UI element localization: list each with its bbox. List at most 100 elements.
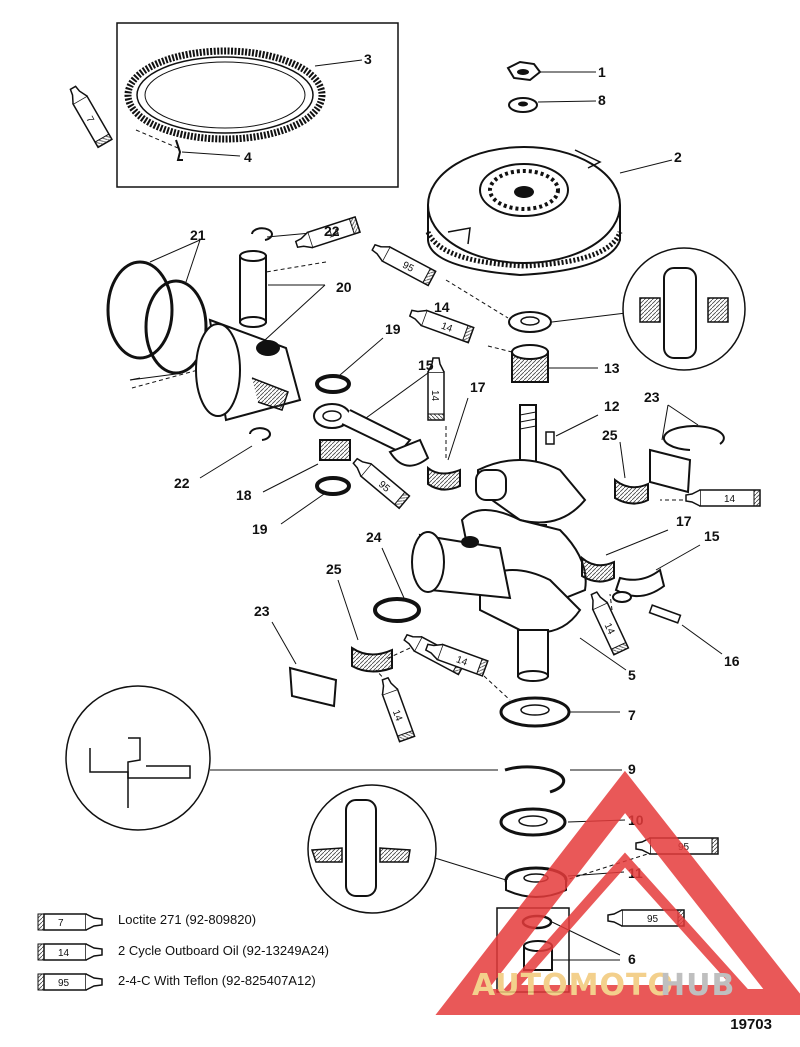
upper-needle-bearing bbox=[511, 344, 598, 383]
wrist-pin-needle-bearing bbox=[262, 439, 351, 493]
upper-seal bbox=[508, 311, 627, 333]
crankshaft bbox=[460, 404, 627, 682]
bearing-retainer-ring bbox=[210, 765, 622, 794]
watermark-text-hub: HUB bbox=[660, 968, 735, 1003]
main-bearing-cage-right bbox=[614, 441, 649, 505]
lubricant-tube-95: 95 bbox=[371, 243, 437, 287]
callout-9: 9 bbox=[628, 761, 636, 777]
crank-seal-ring bbox=[373, 547, 421, 623]
legend-code-14: 14 bbox=[58, 948, 70, 959]
lubricant-tube-14: 14 bbox=[427, 357, 445, 421]
callout-15a: 15 bbox=[418, 357, 434, 373]
callout-17b: 17 bbox=[676, 513, 692, 529]
lower-ball-bearing bbox=[499, 696, 620, 728]
retainer-detail-circle bbox=[65, 685, 211, 831]
tube-code-label: 14 bbox=[455, 654, 470, 668]
callout-3: 3 bbox=[364, 51, 372, 67]
thrust-washer-upper bbox=[315, 337, 384, 394]
callout-18: 18 bbox=[236, 487, 252, 503]
callout-24: 24 bbox=[366, 529, 382, 545]
callout-22a: 22 bbox=[324, 223, 340, 239]
lubricant-tube-95: 95 bbox=[352, 457, 411, 510]
callout-8: 8 bbox=[598, 92, 606, 108]
callout-4: 4 bbox=[244, 149, 252, 165]
lower-piston bbox=[411, 531, 512, 600]
main-bearing-cage-left bbox=[337, 579, 393, 673]
upper-piston bbox=[195, 318, 302, 422]
main-bearing-half-left bbox=[271, 621, 338, 708]
tube-code-label: 14 bbox=[439, 321, 454, 335]
callout-16: 16 bbox=[724, 653, 740, 669]
callout-23a: 23 bbox=[644, 389, 660, 405]
callout-20: 20 bbox=[336, 279, 352, 295]
tube-code-label: 95 bbox=[400, 260, 415, 275]
legend-code-95: 95 bbox=[58, 978, 70, 989]
legend-tube-95: 95 bbox=[37, 973, 103, 991]
callout-5: 5 bbox=[628, 667, 636, 683]
callout-6: 6 bbox=[628, 951, 636, 967]
legend-text-14: 2 Cycle Outboard Oil (92-13249A24) bbox=[118, 943, 330, 958]
tube-code-label: 95 bbox=[647, 914, 659, 925]
lubricant-tube-14: 14 bbox=[424, 643, 489, 677]
ring-gear-inset bbox=[116, 22, 399, 188]
tube-code-label: 14 bbox=[724, 494, 736, 505]
lubricant-tube-14: 14 bbox=[294, 215, 361, 249]
bolt-washer bbox=[612, 591, 632, 603]
lubricant-tube-7: 7 bbox=[69, 85, 113, 149]
callout-14a: 14 bbox=[434, 299, 450, 315]
upper-detail-circle bbox=[622, 247, 746, 371]
crankshaft-key bbox=[545, 414, 599, 445]
callout-1: 1 bbox=[598, 64, 606, 80]
callout-22b: 22 bbox=[174, 475, 190, 491]
rod-bearing-lower bbox=[581, 529, 669, 583]
callout-19a: 19 bbox=[385, 321, 401, 337]
lower-spacer-washer bbox=[499, 807, 626, 837]
flywheel bbox=[425, 146, 673, 277]
lubricant-tube-14: 14 bbox=[381, 676, 416, 743]
lubricant-tube-14: 14 bbox=[408, 309, 475, 344]
piston-pin-lock-lower bbox=[199, 427, 271, 479]
flywheel-washer bbox=[508, 97, 597, 113]
tube-code-label: 14 bbox=[429, 390, 440, 402]
callout-19b: 19 bbox=[252, 521, 268, 537]
retaining-ring-right bbox=[661, 404, 725, 451]
tube-code-label: 7 bbox=[83, 114, 96, 125]
callout-15b: 15 bbox=[704, 528, 720, 544]
legend-text-95: 2-4-C With Teflon (92-825407A12) bbox=[118, 973, 316, 988]
tube-code-label: 14 bbox=[390, 708, 404, 723]
callout-2: 2 bbox=[674, 149, 682, 165]
callout-25a: 25 bbox=[602, 427, 618, 443]
tube-code-label: 14 bbox=[327, 227, 341, 241]
legend-tube-14: 14 bbox=[37, 943, 103, 961]
lubricant-tube-14: 14 bbox=[685, 489, 761, 507]
rod-cap-lower bbox=[614, 544, 701, 597]
connecting-rod-upper bbox=[313, 372, 430, 467]
tube-code-label: 14 bbox=[602, 622, 617, 637]
flywheel-nut bbox=[506, 60, 596, 82]
callout-7a: 7 bbox=[628, 707, 636, 723]
rod-bearing-upper bbox=[427, 397, 469, 491]
piston-rings bbox=[106, 239, 208, 381]
lower-detail-circle bbox=[307, 784, 507, 914]
callout-12: 12 bbox=[604, 398, 620, 414]
watermark-text-automoto: AUTOMOTO bbox=[472, 968, 674, 1003]
callout-13: 13 bbox=[604, 360, 620, 376]
figure-number: 19703 bbox=[730, 1016, 772, 1033]
thrust-washer-lower bbox=[280, 476, 351, 525]
main-bearing-half-right bbox=[649, 448, 692, 494]
callout-23b: 23 bbox=[254, 603, 270, 619]
lubricant-tube-14: 14 bbox=[590, 591, 630, 656]
legend-tube-7: 7 bbox=[37, 913, 103, 931]
callout-21: 21 bbox=[190, 227, 206, 243]
piston-pin bbox=[239, 250, 326, 341]
legend-text-7: Loctite 271 (92-809820) bbox=[118, 912, 257, 927]
lubricant-tubes: 7149514149514141414149595 bbox=[69, 85, 761, 927]
legend-code-7: 7 bbox=[58, 918, 64, 929]
callout-17a: 17 bbox=[470, 379, 486, 395]
callout-25b: 25 bbox=[326, 561, 342, 577]
rod-bolt bbox=[648, 604, 723, 655]
automotohub-watermark: AUTOMOTO HUB bbox=[435, 770, 800, 1015]
